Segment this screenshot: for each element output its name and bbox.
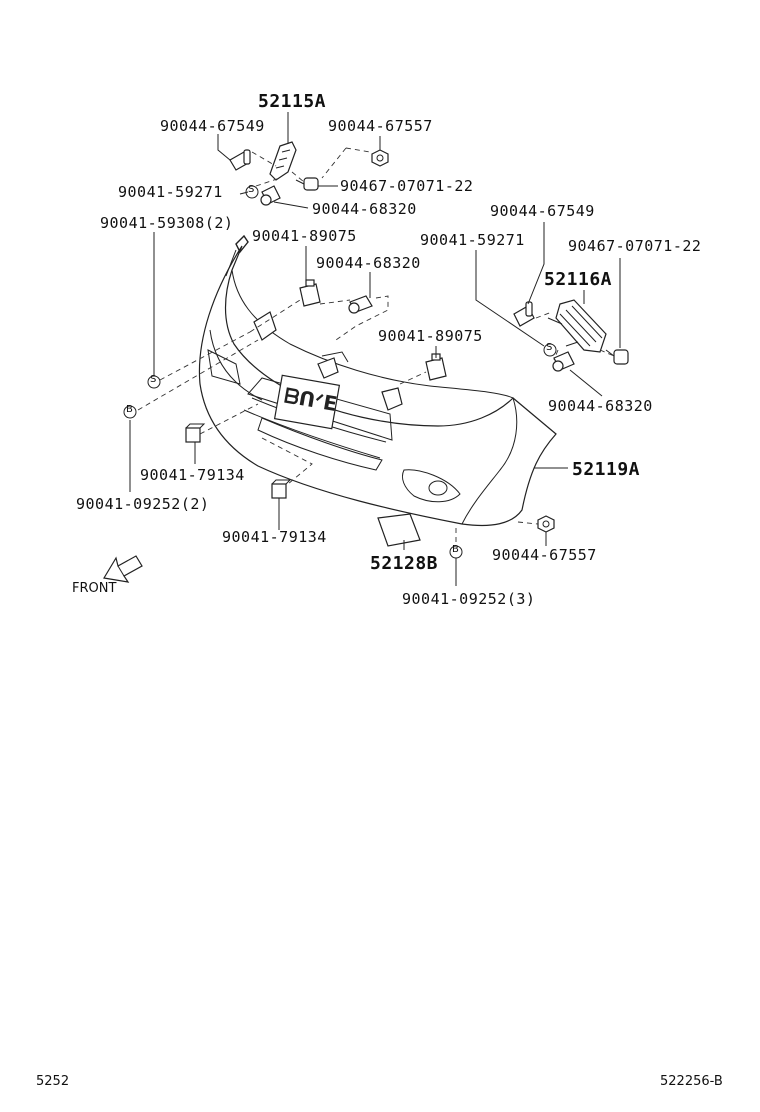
label-90041-09252-3: 90041-09252(3) [402,590,536,608]
marker-s-1: S [248,184,255,195]
label-90044-67557-b: 90044-67557 [492,546,597,564]
label-90041-59308-2: 90041-59308(2) [100,214,234,232]
label-52115a: 52115A [258,91,327,112]
screw-07071-b [605,349,629,365]
label-90044-67549-a: 90044-67549 [160,117,265,135]
label-52116a: 52116A [544,269,613,290]
screw-07071-a [295,177,319,191]
label-90041-79134-b: 90041-79134 [222,528,327,546]
label-90041-79134-a: 90041-79134 [140,466,245,484]
marker-s-3: S [546,342,553,353]
clip-68320-c [552,351,575,372]
label-90044-68320-c: 90044-68320 [548,397,653,415]
footer-illustration-code: 522256-B [660,1074,723,1089]
marker-s-2: S [150,374,157,385]
front-label: FRONT [72,581,117,596]
marker-b-1: B [126,404,133,415]
label-90041-09252-2: 90041-09252(2) [76,495,210,513]
label-52119a: 52119A [572,459,641,480]
clip-67549-a [229,149,251,171]
nut-79134-b [271,479,292,499]
nut-79134-a [185,423,206,443]
retainer-52116a [547,299,607,353]
nut-67557-a [371,149,389,167]
label-90044-68320-a: 90044-68320 [312,200,417,218]
clip-67549-b [513,301,535,327]
label-90044-68320-b: 90044-68320 [316,254,421,272]
clip-68320-b [348,295,373,314]
label-90044-67557-a: 90044-67557 [328,117,433,135]
leader-lines [129,112,621,586]
dashed-guide-lines [137,147,615,546]
label-90467-07071-22-a: 90467-07071-22 [340,177,474,195]
label-90467-07071-22-b: 90467-07071-22 [568,237,702,255]
label-90041-89075-b: 90041-89075 [378,327,483,345]
footer-page-code: 5252 [36,1074,70,1089]
nut-67557-b [537,515,555,533]
label-90041-89075-a: 90041-89075 [252,227,357,245]
retainer-52115a [269,141,297,181]
label-90041-59271-a: 90041-59271 [118,183,223,201]
label-90041-59271-b: 90041-59271 [420,231,525,249]
label-52128b: 52128B [370,553,439,574]
front-arrow-icon [103,555,143,583]
clip-89075-a [299,279,321,307]
marker-b-2: B [452,544,459,555]
marker-circles [123,185,557,559]
cover-52128b [377,513,421,547]
front-bumper-cover: ᗷᑎᐟE [198,234,557,527]
clip-68320-a [260,185,281,206]
label-90044-67549-b: 90044-67549 [490,202,595,220]
